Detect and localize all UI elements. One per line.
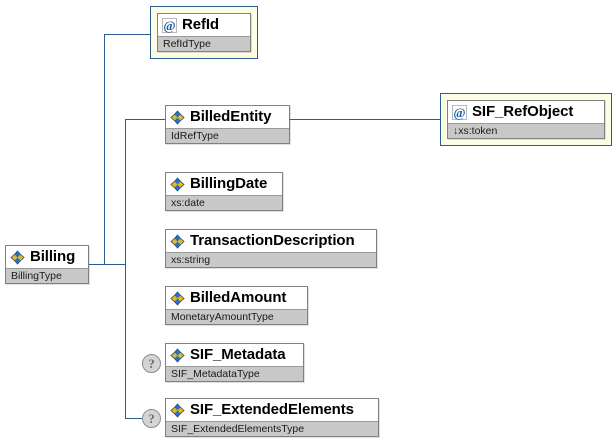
element-diamond-icon bbox=[170, 176, 185, 192]
sif-refobject-attribute-frame: @ SIF_RefObject ↓xs:token bbox=[440, 93, 612, 146]
billed-entity-box: BilledEntity IdRefType bbox=[165, 105, 290, 144]
sif-extended-elements-type: SIF_ExtendedElementsType bbox=[166, 421, 378, 436]
billing-date-box: BillingDate xs:date bbox=[165, 172, 283, 211]
sif-metadata-label: SIF_Metadata bbox=[190, 346, 286, 363]
refid-name-row: @ RefId bbox=[158, 14, 250, 36]
billing-date-label: BillingDate bbox=[190, 175, 268, 192]
sif-metadata-name-row: SIF_Metadata bbox=[166, 344, 303, 366]
connector-billing-to-element-trunk bbox=[89, 264, 126, 265]
node-refid[interactable]: @ RefId RefIdType bbox=[150, 6, 258, 59]
connector-refid-branch bbox=[104, 34, 156, 35]
optional-marker-sif-metadata: ? bbox=[142, 354, 161, 373]
sif-extended-elements-label: SIF_ExtendedElements bbox=[190, 401, 354, 418]
refid-type: RefIdType bbox=[158, 36, 250, 51]
node-billing-date[interactable]: BillingDate xs:date bbox=[165, 172, 283, 211]
billed-entity-name-row: BilledEntity bbox=[166, 106, 289, 128]
billing-box: Billing BillingType bbox=[5, 245, 89, 284]
connector-billed-entity-branch bbox=[125, 119, 165, 120]
connector-element-trunk bbox=[125, 119, 126, 419]
transaction-description-type: xs:string bbox=[166, 252, 376, 267]
node-transaction-description[interactable]: TransactionDescription xs:string bbox=[165, 229, 377, 268]
billing-date-name-row: BillingDate bbox=[166, 173, 282, 195]
transaction-description-box: TransactionDescription xs:string bbox=[165, 229, 377, 268]
element-diamond-icon bbox=[170, 233, 185, 249]
element-diamond-icon bbox=[170, 347, 185, 363]
connector-attribute-trunk bbox=[104, 34, 105, 265]
node-billed-entity[interactable]: BilledEntity IdRefType bbox=[165, 105, 290, 144]
connector-sif-extended-elements-branch bbox=[125, 418, 146, 419]
billed-amount-type: MonetaryAmountType bbox=[166, 309, 307, 324]
billed-amount-label: BilledAmount bbox=[190, 289, 287, 306]
connector-billed-entity-to-sif-refobject bbox=[290, 119, 446, 120]
node-sif-refobject[interactable]: @ SIF_RefObject ↓xs:token bbox=[440, 93, 612, 146]
element-diamond-icon bbox=[170, 290, 185, 306]
element-diamond-icon bbox=[170, 109, 185, 125]
sif-extended-elements-box: SIF_ExtendedElements SIF_ExtendedElement… bbox=[165, 398, 379, 437]
sif-extended-elements-name-row: SIF_ExtendedElements bbox=[166, 399, 378, 421]
node-billing[interactable]: Billing BillingType bbox=[5, 245, 89, 284]
refid-box: @ RefId RefIdType bbox=[157, 13, 251, 52]
billing-name-row: Billing bbox=[6, 246, 88, 268]
billing-date-type: xs:date bbox=[166, 195, 282, 210]
at-sign-icon: @ bbox=[452, 104, 467, 120]
sif-metadata-box: SIF_Metadata SIF_MetadataType bbox=[165, 343, 304, 382]
element-diamond-icon bbox=[170, 402, 185, 418]
billing-type: BillingType bbox=[6, 268, 88, 283]
node-sif-metadata[interactable]: SIF_Metadata SIF_MetadataType bbox=[165, 343, 304, 382]
billed-entity-type: IdRefType bbox=[166, 128, 289, 143]
transaction-description-name-row: TransactionDescription bbox=[166, 230, 376, 252]
refid-attribute-frame: @ RefId RefIdType bbox=[150, 6, 258, 59]
sif-refobject-label: SIF_RefObject bbox=[472, 103, 574, 120]
optional-marker-sif-extended-elements: ? bbox=[142, 409, 161, 428]
billed-amount-name-row: BilledAmount bbox=[166, 287, 307, 309]
svg-text:@: @ bbox=[453, 105, 465, 120]
sif-metadata-type: SIF_MetadataType bbox=[166, 366, 303, 381]
sif-refobject-type: ↓xs:token bbox=[448, 123, 604, 138]
node-billed-amount[interactable]: BilledAmount MonetaryAmountType bbox=[165, 286, 308, 325]
sif-refobject-name-row: @ SIF_RefObject bbox=[448, 101, 604, 123]
billed-entity-label: BilledEntity bbox=[190, 108, 272, 125]
transaction-description-label: TransactionDescription bbox=[190, 232, 355, 249]
svg-text:@: @ bbox=[163, 18, 175, 33]
billed-amount-box: BilledAmount MonetaryAmountType bbox=[165, 286, 308, 325]
at-sign-icon: @ bbox=[162, 17, 177, 33]
node-sif-extended-elements[interactable]: SIF_ExtendedElements SIF_ExtendedElement… bbox=[165, 398, 379, 437]
sif-refobject-box: @ SIF_RefObject ↓xs:token bbox=[447, 100, 605, 139]
billing-label: Billing bbox=[30, 248, 76, 265]
refid-label: RefId bbox=[182, 16, 220, 33]
element-diamond-icon bbox=[10, 249, 25, 265]
